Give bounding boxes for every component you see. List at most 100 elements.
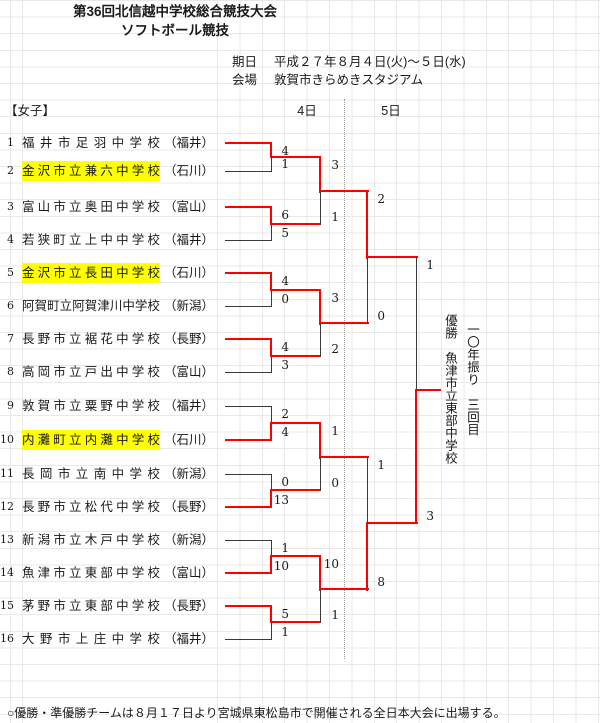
team-name-highlighted: 金沢市立長田中学校 [22,263,160,283]
score-r1m2-top: 6 [281,208,289,222]
team-number: 11 [0,467,14,480]
bracket-connector [415,389,417,524]
score-r1m8-bottom: 1 [281,625,289,639]
bracket-connector [319,555,321,591]
team-name: 長野市立裾花中学校 [22,332,160,346]
score-sf2-bottom: 8 [377,575,385,589]
team-name: 敦賀市立粟野中学校 [22,399,160,413]
date-value: 平成２７年８月４日(火)～５日(水) [274,55,466,69]
venue-value: 敦賀市きらめきスタジアム [274,73,424,87]
bracket-line [225,171,271,172]
team-prefecture: （富山） [164,566,215,580]
score-r1m4-bottom: 3 [281,358,289,372]
bracket-connector [270,555,272,574]
team-number: 2 [7,164,14,177]
team-name: 大野市上庄中学校 [22,632,160,646]
score-r1m1-top: 4 [281,144,289,158]
score-qf4-top: 10 [323,557,339,571]
grid-vertical-lines [217,0,600,723]
team-prefecture: （福井） [164,233,215,247]
bracket-connector [367,457,368,524]
score-r1m5-bottom: 4 [281,425,289,439]
winner-line [366,256,418,258]
bracket-connector [416,257,417,391]
champion-note: 一〇年振り 三回目 [465,323,479,436]
grid-vertical-line [22,0,23,723]
team-prefecture: （富山） [164,200,215,214]
team-name: 新潟市立木戸中学校 [22,533,160,547]
team-name: 阿賀町立阿賀津川中学校 [22,299,160,313]
bracket-line [225,372,271,373]
team-number: 4 [7,233,14,246]
winner-line [270,621,320,623]
bracket-line [225,506,271,508]
team-number: 10 [0,433,14,446]
bracket-connector [270,605,272,623]
bracket-connector [271,224,272,241]
winner-line [319,322,369,324]
score-qf4-bottom: 1 [331,608,339,622]
winner-line [270,223,320,225]
team-number: 1 [7,136,14,149]
team-prefecture: （福井） [164,399,215,413]
team-prefecture: （福井） [164,632,215,646]
bracket-line [225,338,271,340]
team-name-highlighted: 内灘町立内灘中学校 [22,430,160,450]
team-row: 4 若狭町立上中中学校 （福井） [0,230,232,250]
winner-line [270,156,320,158]
day-column-separator [344,99,345,659]
team-prefecture: （長野） [164,332,215,346]
bracket-line [225,540,271,541]
winner-line [270,289,320,291]
bracket-line [225,142,271,144]
team-prefecture: （石川） [164,433,215,447]
team-prefecture: （新潟） [164,299,215,313]
team-row: 9 敦賀市立粟野中学校 （福井） [0,396,232,416]
bracket-line [225,240,271,241]
score-r1m2-bottom: 5 [281,226,289,240]
bracket-connector [320,589,321,623]
page-title-line2: ソフトボール競技 [121,23,229,38]
score-r1m5-top: 2 [281,407,289,421]
team-row: 1 福井市足羽中学校 （福井） [0,133,232,153]
score-qf2-bottom: 2 [331,342,339,356]
bracket-line [225,639,271,640]
bracket-connector [270,338,272,357]
bracket-connector [271,622,272,640]
bracket-connector [271,356,272,373]
team-name: 長野市立松代中学校 [22,500,160,514]
team-name: 若狭町立上中中学校 [22,233,160,247]
team-prefecture: （長野） [164,599,215,613]
footer-note: ○優勝・準優勝チームは８月１７日より宮城県東松島市で開催される全日本大会に出場す… [7,706,506,720]
bracket-line [225,474,271,475]
winner-line [319,588,369,590]
bracket-connector [270,272,272,291]
team-prefecture: （福井） [164,136,215,150]
category-label: 【女子】 [5,104,56,118]
bracket-connector [366,190,368,259]
bracket-connector [271,157,272,172]
team-prefecture: （石川） [164,266,215,280]
team-name: 福井市足羽中学校 [22,136,160,150]
team-name: 富山市立奥田中学校 [22,200,160,214]
team-name-highlighted: 金沢市立兼六中学校 [22,161,160,181]
winner-line [270,489,320,491]
bracket-line [225,605,271,607]
team-name: 茅野市立東部中学校 [22,599,160,613]
score-r1m6-bottom: 13 [273,493,289,507]
champion-label: 優勝 魚津市立東部中学校 [443,314,457,464]
team-number: 3 [7,200,14,213]
date-label: 期日 [232,55,258,69]
champion-line [415,389,441,391]
team-prefecture: （石川） [164,164,215,178]
winner-line [319,456,369,458]
winner-line [366,522,418,524]
day1-column-header: 4日 [297,104,317,118]
score-qf1-bottom: 1 [331,210,339,224]
team-number: 9 [7,399,14,412]
